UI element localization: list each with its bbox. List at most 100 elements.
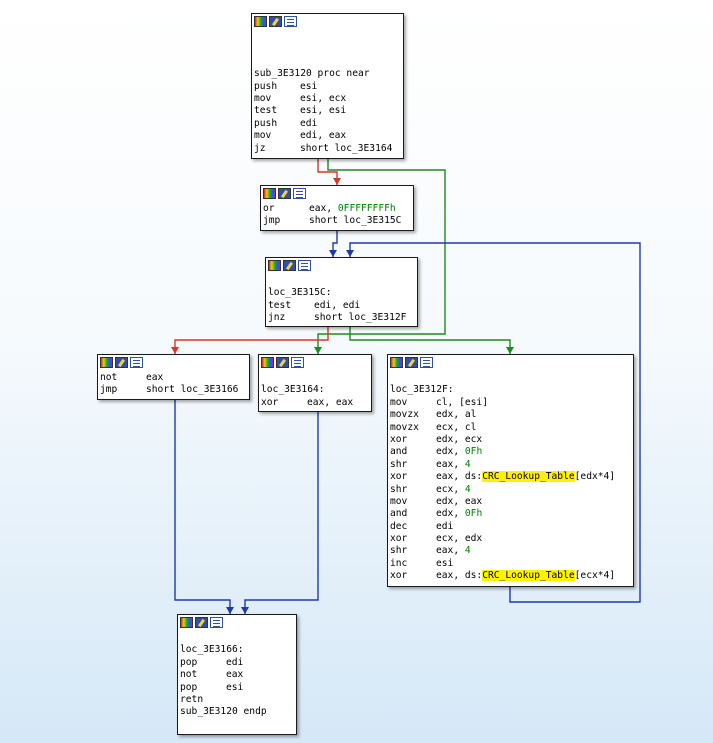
code-label[interactable]: sub_3E3120 proc near [254, 68, 370, 80]
operand-text: eax, [309, 203, 338, 214]
mnemonic: not [180, 669, 198, 681]
color-palette-icon[interactable] [100, 357, 113, 368]
color-palette-icon[interactable] [390, 357, 403, 368]
blank-line [254, 43, 401, 55]
code-label[interactable]: loc_3E315C: [268, 287, 332, 299]
color-palette-icon[interactable] [268, 260, 281, 271]
mnemonic: jmp [100, 384, 118, 396]
color-palette-icon[interactable] [261, 357, 274, 368]
edge-loc_3E315C-to-not_block[interactable] [174, 327, 329, 354]
operands: eax, ds:CRC_Lookup_Table[ecx*4] [436, 570, 615, 582]
edit-node-icon[interactable] [278, 188, 291, 199]
node-header [388, 355, 633, 370]
operand-text: ecx, [436, 483, 465, 495]
code-label[interactable]: loc_3E3164: [261, 384, 325, 396]
mnemonic: retn [180, 693, 204, 705]
edit-node-icon[interactable] [405, 357, 418, 368]
edge-loc_3E312F-to-loc_3E315C[interactable] [349, 242, 641, 603]
immediate-value: 4 [464, 458, 471, 470]
color-palette-icon[interactable] [263, 188, 276, 199]
instruction-line[interactable]: dec edi [390, 521, 631, 533]
operand-text: eax, ds: [436, 570, 483, 582]
operand-text: eax, eax [307, 396, 354, 408]
node-header [259, 355, 371, 370]
edit-node-icon[interactable] [283, 260, 296, 271]
code-label[interactable]: loc_3E312F: [390, 384, 454, 396]
edit-node-icon[interactable] [195, 617, 208, 628]
edit-node-icon[interactable] [115, 357, 128, 368]
highlighted-symbol[interactable]: CRC_Lookup_Table [482, 471, 575, 483]
operands: edi [436, 521, 453, 533]
operand-text: edi [300, 117, 318, 129]
code-label[interactable]: sub_3E3120 endp [180, 706, 267, 718]
blank-line [268, 275, 415, 287]
edge-sub_3E3120-to-loc_3E3164[interactable] [317, 159, 446, 354]
color-palette-icon[interactable] [254, 16, 267, 27]
mnemonic: and [390, 446, 408, 458]
graph-overview-icon[interactable] [291, 357, 304, 368]
edit-node-icon[interactable] [276, 357, 289, 368]
operands: edx, 0Fh [436, 508, 482, 520]
operand-text: [ecx*4] [574, 570, 616, 582]
graph-overview-icon[interactable] [293, 188, 306, 199]
mnemonic: dec [390, 520, 408, 532]
edge-not_block-to-loc_3E3166[interactable] [174, 400, 231, 614]
graph-overview-icon[interactable] [210, 617, 223, 628]
graph-overview-icon[interactable] [130, 357, 143, 368]
operands: ecx, 4 [436, 484, 471, 496]
graph-overview-icon[interactable] [420, 357, 433, 368]
highlighted-symbol[interactable]: CRC_Lookup_Table [482, 570, 575, 582]
graph-overview-icon[interactable] [298, 260, 311, 271]
immediate-value: 0Fh [464, 446, 483, 458]
color-palette-icon[interactable] [180, 617, 193, 628]
edge-loc_3E315C-to-loc_3E312F[interactable] [349, 327, 511, 354]
operands: eax, 4 [436, 545, 471, 557]
blank-line [254, 56, 401, 68]
operand-text: short loc_3E3166 [146, 384, 239, 396]
edge-loc_3E3164-to-loc_3E3166[interactable] [244, 412, 319, 614]
instruction-line[interactable]: jmp short loc_3E3166 [100, 384, 247, 396]
immediate-value: 0Fh [464, 508, 483, 520]
instruction-line[interactable]: retn [180, 694, 294, 706]
code-label[interactable]: loc_3E3166: [180, 644, 244, 656]
edit-node-icon[interactable] [269, 16, 282, 27]
graph-overview-icon[interactable] [284, 16, 297, 27]
